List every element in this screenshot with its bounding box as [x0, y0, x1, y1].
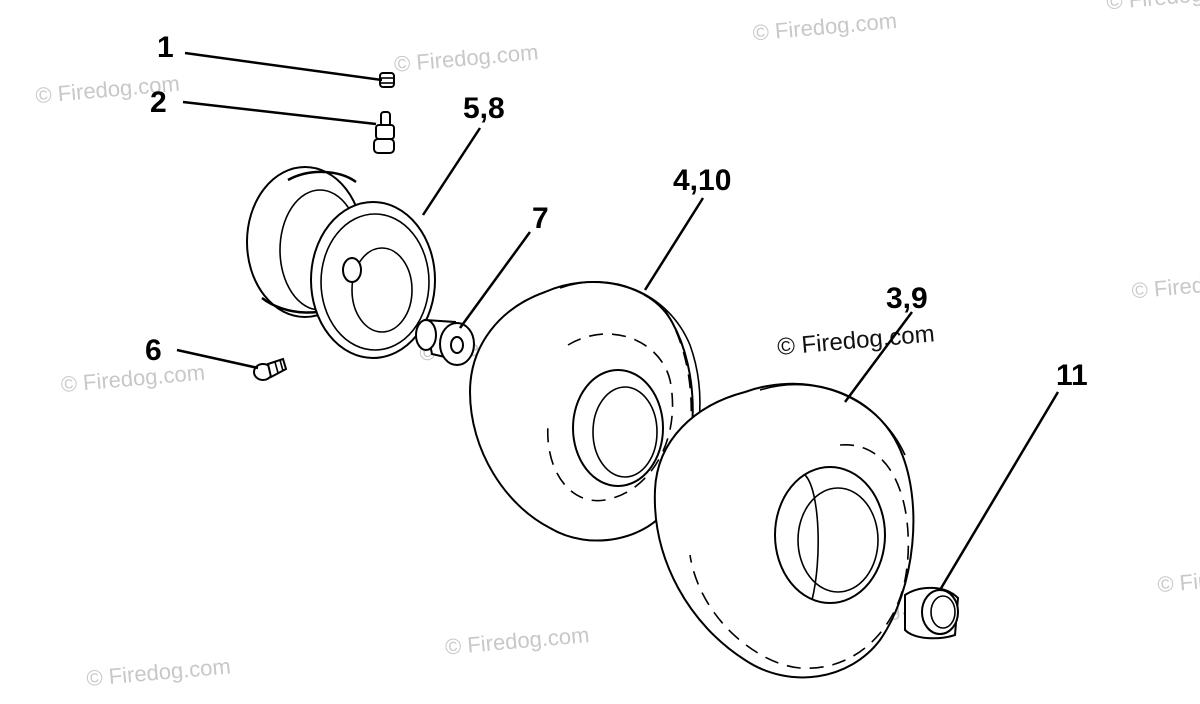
- hub-cap: [904, 586, 960, 640]
- callout-6: 6: [145, 334, 162, 367]
- watermark-dark: © Firedog.com: [776, 320, 935, 361]
- leader-line-4-10: [643, 197, 705, 291]
- leader-line-3-9: [843, 311, 914, 403]
- watermark: © Firedog.com: [752, 8, 898, 46]
- valve-stem: [373, 111, 395, 154]
- watermark: © Firedog.com: [393, 39, 539, 77]
- watermark: © Firedog.com: [60, 360, 206, 398]
- callout-11: 11: [1056, 359, 1088, 392]
- leader-line-7: [458, 231, 532, 329]
- leader-line-1: [184, 51, 383, 82]
- wheel-rim: [246, 166, 436, 359]
- callout-4-10: 4,10: [673, 164, 731, 197]
- watermark: © Firedog.com: [444, 622, 590, 660]
- leader-line-5-8: [421, 127, 482, 216]
- leader-line-11: [938, 391, 1060, 591]
- callout-7: 7: [532, 202, 549, 235]
- leader-line-6: [176, 348, 259, 370]
- bushing: [415, 318, 475, 366]
- lug-bolt: [253, 357, 288, 381]
- front-tire: [468, 281, 701, 542]
- callout-5-8: 5,8: [463, 92, 505, 125]
- watermark: © Firedog.com: [1105, 0, 1200, 14]
- callout-3-9: 3,9: [886, 282, 928, 315]
- callout-1: 1: [157, 31, 174, 64]
- watermark: © Firedog.com: [85, 653, 231, 691]
- watermark: © Firedog.com: [1131, 266, 1200, 304]
- valve-cap: [379, 72, 395, 88]
- leader-line-2: [182, 100, 377, 126]
- leader-lines: [176, 51, 1060, 591]
- watermark: © Firedog.com: [1156, 560, 1200, 598]
- callout-2: 2: [150, 86, 167, 119]
- rear-tire: [653, 382, 915, 679]
